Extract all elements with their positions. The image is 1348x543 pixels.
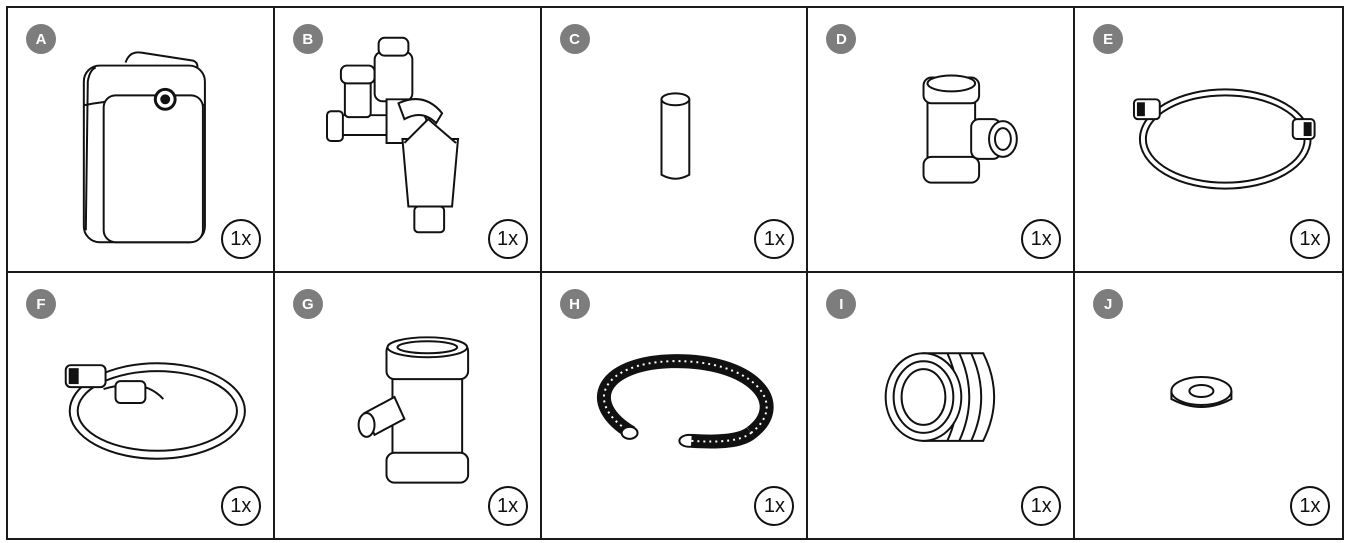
part-letter-badge: G — [292, 289, 323, 319]
quantity-badge: 1x — [754, 486, 795, 526]
washer-icon — [1075, 273, 1342, 538]
parts-grid: A 1x B 1x — [6, 6, 1344, 540]
part-letter-badge: F — [26, 289, 56, 319]
quantity-badge: 1x — [1021, 219, 1062, 259]
quantity-badge: 1x — [487, 486, 528, 526]
part-cell-h: H 1x — [542, 273, 809, 538]
part-letter-badge: E — [1093, 24, 1124, 54]
part-letter-badge: B — [292, 24, 323, 54]
quantity-badge: 1x — [1021, 486, 1062, 526]
tee-fitting-icon — [808, 8, 1073, 271]
part-cell-f: F 1x — [8, 273, 275, 538]
quantity-badge: 1x — [220, 219, 261, 259]
part-cell-a: A 1x — [8, 8, 275, 273]
quantity-badge: 1x — [220, 486, 261, 526]
quantity-badge: 1x — [754, 219, 795, 259]
part-letter-badge: J — [1093, 289, 1124, 319]
part-letter-badge: D — [826, 24, 857, 54]
water-heater-icon — [8, 8, 273, 271]
part-letter-badge: C — [559, 24, 590, 54]
part-cell-b: B 1x — [274, 8, 542, 273]
part-letter-badge: H — [559, 289, 590, 319]
drain-tee-icon — [275, 273, 540, 538]
threaded-adapter-icon — [808, 273, 1073, 538]
part-cell-g: G 1x — [275, 273, 542, 538]
corrugated-hose-icon — [542, 273, 807, 538]
quantity-badge: 1x — [1289, 219, 1330, 259]
part-letter-badge: I — [826, 289, 857, 319]
part-cell-c: C 1x — [541, 8, 809, 273]
safety-valve-assembly-icon — [275, 8, 540, 271]
part-cell-e: E 1x — [1075, 8, 1342, 273]
part-cell-i: I 1x — [808, 273, 1076, 538]
braided-hose-icon — [1075, 8, 1342, 271]
quantity-badge: 1x — [487, 219, 528, 259]
flexible-hose-icon — [8, 273, 273, 538]
part-cell-d: D 1x — [808, 8, 1076, 273]
pipe-sleeve-icon — [542, 8, 807, 271]
part-letter-badge: A — [26, 24, 56, 54]
part-cell-j: J 1x — [1075, 273, 1342, 538]
quantity-badge: 1x — [1289, 486, 1330, 526]
